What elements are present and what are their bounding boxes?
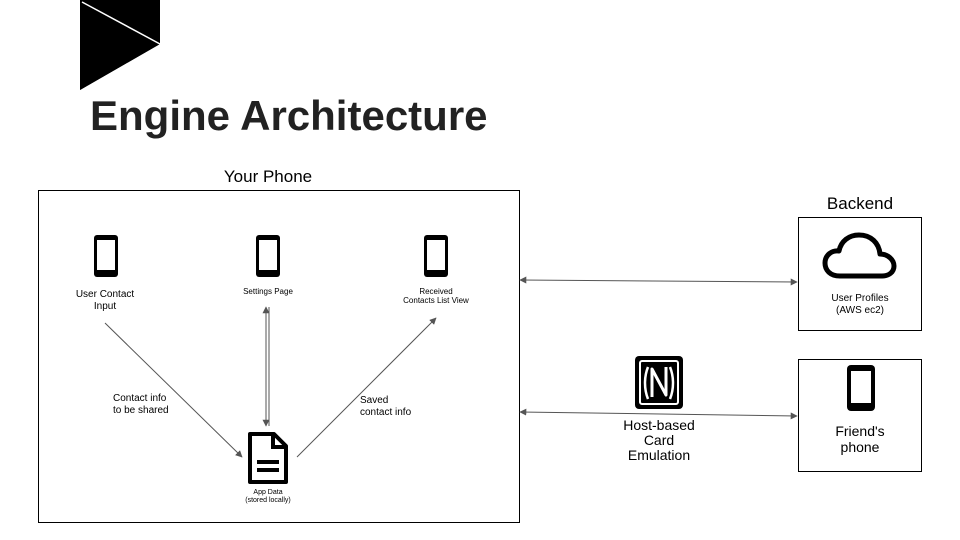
logo-triangle-icon	[80, 0, 161, 90]
settings-phone-icon	[256, 235, 280, 277]
nfc-icon	[635, 356, 683, 409]
cloud-icon	[822, 232, 897, 279]
received-phone-icon	[424, 235, 448, 277]
app-data-label: App Data (stored locally)	[245, 489, 291, 505]
received-contacts-label: Received Contacts List View	[403, 287, 469, 306]
page-title: Engine Architecture	[90, 92, 488, 139]
user-contact-input-label: User Contact Input	[75, 289, 135, 312]
user-profiles-label: User Profiles (AWS ec2)	[831, 293, 889, 316]
backend-label: Backend	[826, 194, 894, 213]
your-phone-label: Your Phone	[223, 167, 313, 186]
hce-label: Host-based Card Emulation	[623, 417, 695, 463]
edge-appdata-to-received	[296, 317, 437, 458]
app-data-document-icon	[248, 432, 288, 484]
contact-info-shared-label: Contact info to be shared	[113, 393, 169, 416]
edge-phone-friend	[519, 408, 798, 420]
edge-input-to-appdata	[104, 322, 243, 458]
edge-phone-backend	[519, 276, 798, 286]
settings-page-label: Settings Page	[243, 287, 293, 296]
saved-contact-info-label: Saved contact info	[360, 395, 412, 418]
user-contact-phone-icon	[94, 235, 118, 277]
friends-phone-label: Friend's phone	[835, 423, 885, 456]
friends-phone-icon	[847, 365, 875, 411]
